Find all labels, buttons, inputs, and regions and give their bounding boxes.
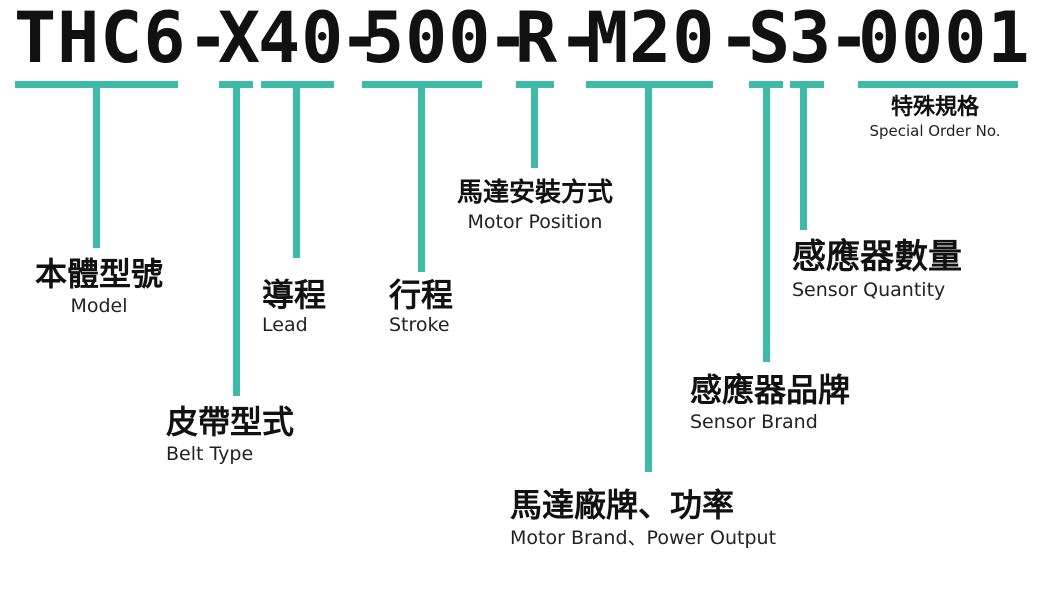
label-lead-zh: 導程 — [262, 276, 327, 314]
leader-motor-brand — [645, 88, 652, 472]
leader-sensor-quantity — [800, 88, 807, 230]
label-special-order: 特殊規格 Special Order No. — [860, 94, 1010, 140]
label-sensor-quantity-zh: 感應器數量 — [792, 237, 962, 277]
label-model-zh: 本體型號 — [34, 255, 163, 293]
underline-motor-position — [516, 81, 554, 88]
label-motor-brand: 馬達廠牌、功率 Motor Brand、Power Output — [510, 484, 776, 550]
label-belt-type-zh: 皮帶型式 — [166, 403, 295, 441]
leader-model — [93, 88, 100, 248]
leader-lead — [293, 88, 300, 258]
code-segment-stroke: 500 — [362, 0, 492, 79]
label-lead-en: Lead — [262, 314, 308, 336]
label-model: 本體型號 Model — [26, 254, 172, 318]
label-model-en: Model — [70, 295, 128, 317]
label-motor-position-zh: 馬達安裝方式 — [456, 178, 613, 208]
label-stroke: 行程 Stroke — [389, 276, 453, 336]
code-separator: - — [339, 0, 383, 79]
code-separator: - — [187, 0, 231, 79]
leader-belt-type — [233, 88, 240, 396]
underline-motor-brand — [586, 81, 713, 88]
code-separator: - — [558, 0, 602, 79]
label-sensor-quantity-en: Sensor Quantity — [792, 279, 946, 301]
leader-motor-position — [531, 88, 538, 168]
code-separator: - — [718, 0, 762, 79]
label-special-order-zh: 特殊規格 — [890, 95, 979, 120]
code-segment-motor-brand: M20 — [586, 0, 716, 79]
code-segment-sensor-quantity: 3 — [789, 0, 833, 79]
model-code: THC6 - X 40 - 500 - R - M20 - S 3 - 0001 — [0, 0, 1045, 80]
code-segment-model: THC6 — [14, 0, 187, 79]
leader-stroke — [418, 88, 425, 272]
underline-lead — [261, 81, 334, 88]
code-separator: - — [487, 0, 531, 79]
underline-stroke — [362, 81, 482, 88]
code-segment-sensor-brand: S — [748, 0, 792, 79]
label-motor-position-en: Motor Position — [467, 211, 603, 233]
label-motor-position: 馬達安裝方式 Motor Position — [446, 176, 624, 234]
code-segment-special-order: 0001 — [858, 0, 1031, 79]
label-sensor-quantity: 感應器數量 Sensor Quantity — [792, 236, 962, 302]
label-belt-type-en: Belt Type — [166, 443, 254, 465]
label-stroke-zh: 行程 — [389, 276, 454, 314]
underline-sensor-quantity — [790, 81, 824, 88]
label-belt-type: 皮帶型式 Belt Type — [166, 402, 294, 466]
label-motor-brand-en: Motor Brand、Power Output — [510, 527, 777, 549]
label-motor-brand-zh: 馬達廠牌、功率 — [510, 486, 735, 524]
underline-belt-type — [219, 81, 253, 88]
label-sensor-brand: 感應器品牌 Sensor Brand — [690, 370, 850, 434]
underline-model — [15, 81, 178, 88]
label-sensor-brand-zh: 感應器品牌 — [690, 371, 851, 409]
underline-special-order — [858, 81, 1018, 88]
label-sensor-brand-en: Sensor Brand — [690, 411, 818, 433]
code-segment-lead: 40 — [258, 0, 345, 79]
underline-sensor-brand — [749, 81, 783, 88]
label-special-order-en: Special Order No. — [869, 122, 1001, 140]
label-stroke-en: Stroke — [389, 314, 450, 336]
code-segment-belt-type: X — [218, 0, 262, 79]
code-separator: - — [828, 0, 872, 79]
code-segment-motor-position: R — [515, 0, 559, 79]
label-lead: 導程 Lead — [262, 276, 326, 336]
leader-sensor-brand — [763, 88, 770, 362]
